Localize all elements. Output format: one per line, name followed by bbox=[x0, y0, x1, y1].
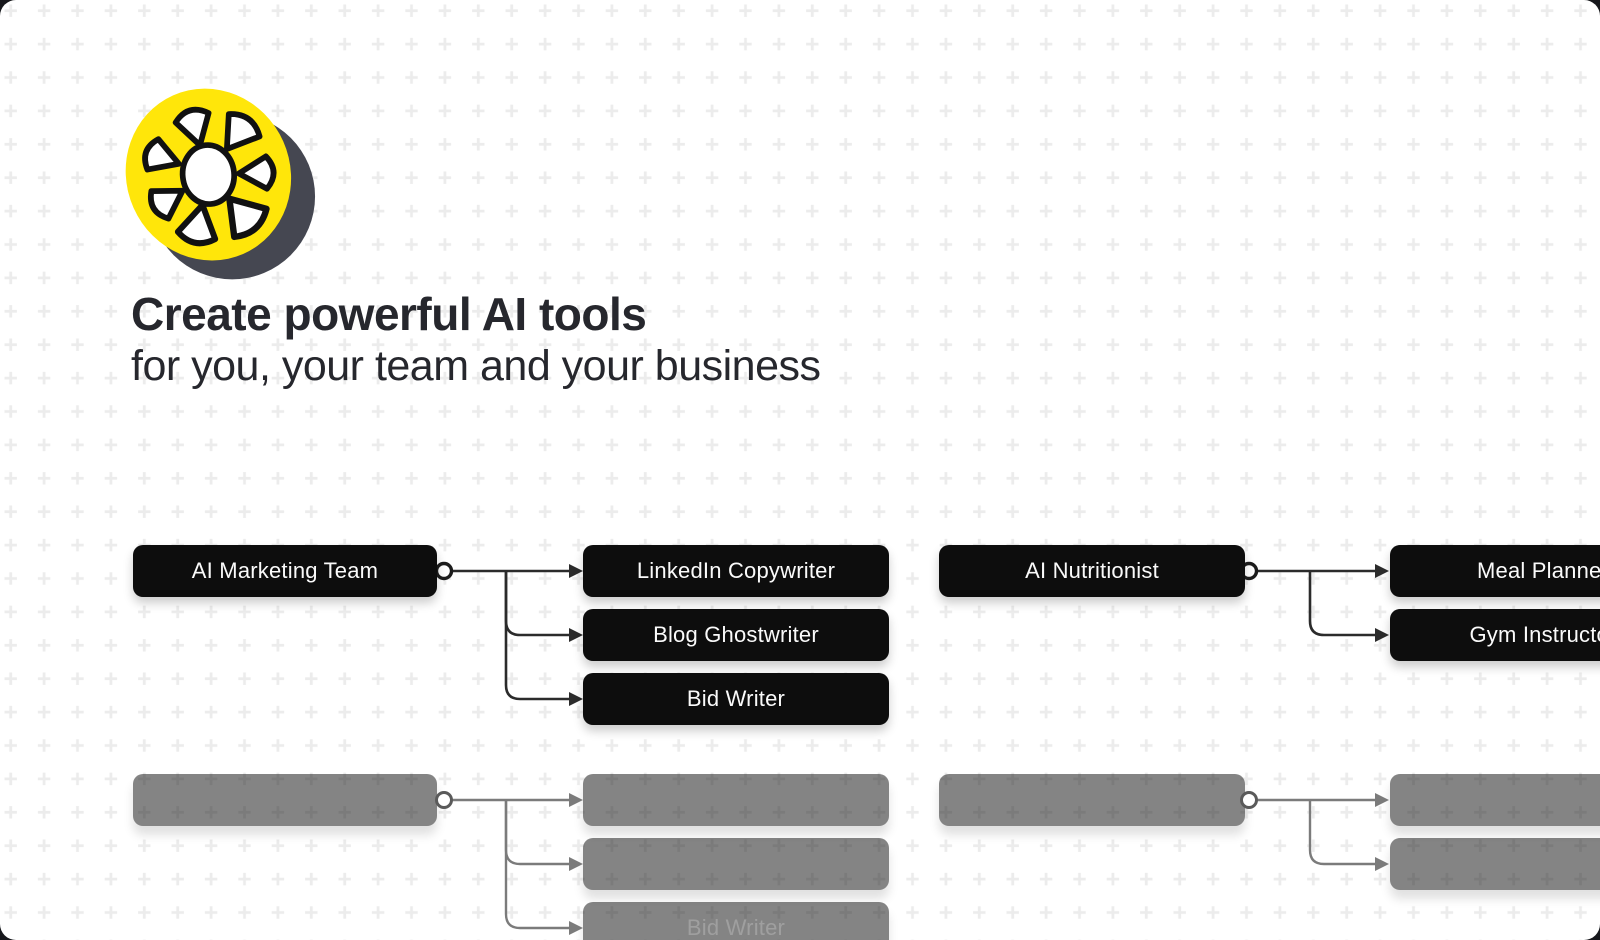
connectors-nutritionist bbox=[1256, 569, 1375, 637]
ghost-output-port-right bbox=[1240, 791, 1258, 809]
node-ai-marketing-team[interactable]: AI Marketing Team bbox=[133, 545, 437, 597]
node-gym-instructor[interactable]: Gym Instructor bbox=[1390, 609, 1600, 661]
ghost-arrowheads-left bbox=[569, 793, 583, 935]
ghost-node-child-1 bbox=[583, 774, 889, 826]
ghost-node-bid-writer: Bid Writer bbox=[583, 902, 889, 940]
node-ai-nutritionist[interactable]: AI Nutritionist bbox=[939, 545, 1245, 597]
connectors-marketing bbox=[451, 569, 569, 701]
output-port-marketing[interactable] bbox=[434, 561, 454, 581]
lemon-slice-logo-icon bbox=[125, 88, 316, 280]
node-meal-planner[interactable]: Meal Planner bbox=[1390, 545, 1600, 597]
ghost-arrowheads-right bbox=[1375, 793, 1389, 871]
page-subtitle: for you, your team and your business bbox=[131, 341, 821, 390]
node-linkedin-copywriter[interactable]: LinkedIn Copywriter bbox=[583, 545, 889, 597]
ghost-node-child-2 bbox=[583, 838, 889, 890]
arrowheads-nutritionist bbox=[1375, 564, 1389, 642]
ghost-node-left-parent bbox=[133, 774, 437, 826]
node-blog-ghostwriter[interactable]: Blog Ghostwriter bbox=[583, 609, 889, 661]
arrowheads-marketing bbox=[569, 564, 583, 706]
ghost-output-port-left bbox=[435, 791, 453, 809]
ghost-node-right-child-1 bbox=[1390, 774, 1600, 826]
ghost-node-right-child-2 bbox=[1390, 838, 1600, 890]
hero-text-block: Create powerful AI tools for you, your t… bbox=[131, 288, 821, 390]
ghost-connectors-left bbox=[451, 798, 569, 930]
ghost-connectors-right bbox=[1256, 798, 1375, 866]
ghost-node-right-parent bbox=[939, 774, 1245, 826]
page-title: Create powerful AI tools bbox=[131, 288, 647, 340]
node-bid-writer[interactable]: Bid Writer bbox=[583, 673, 889, 725]
